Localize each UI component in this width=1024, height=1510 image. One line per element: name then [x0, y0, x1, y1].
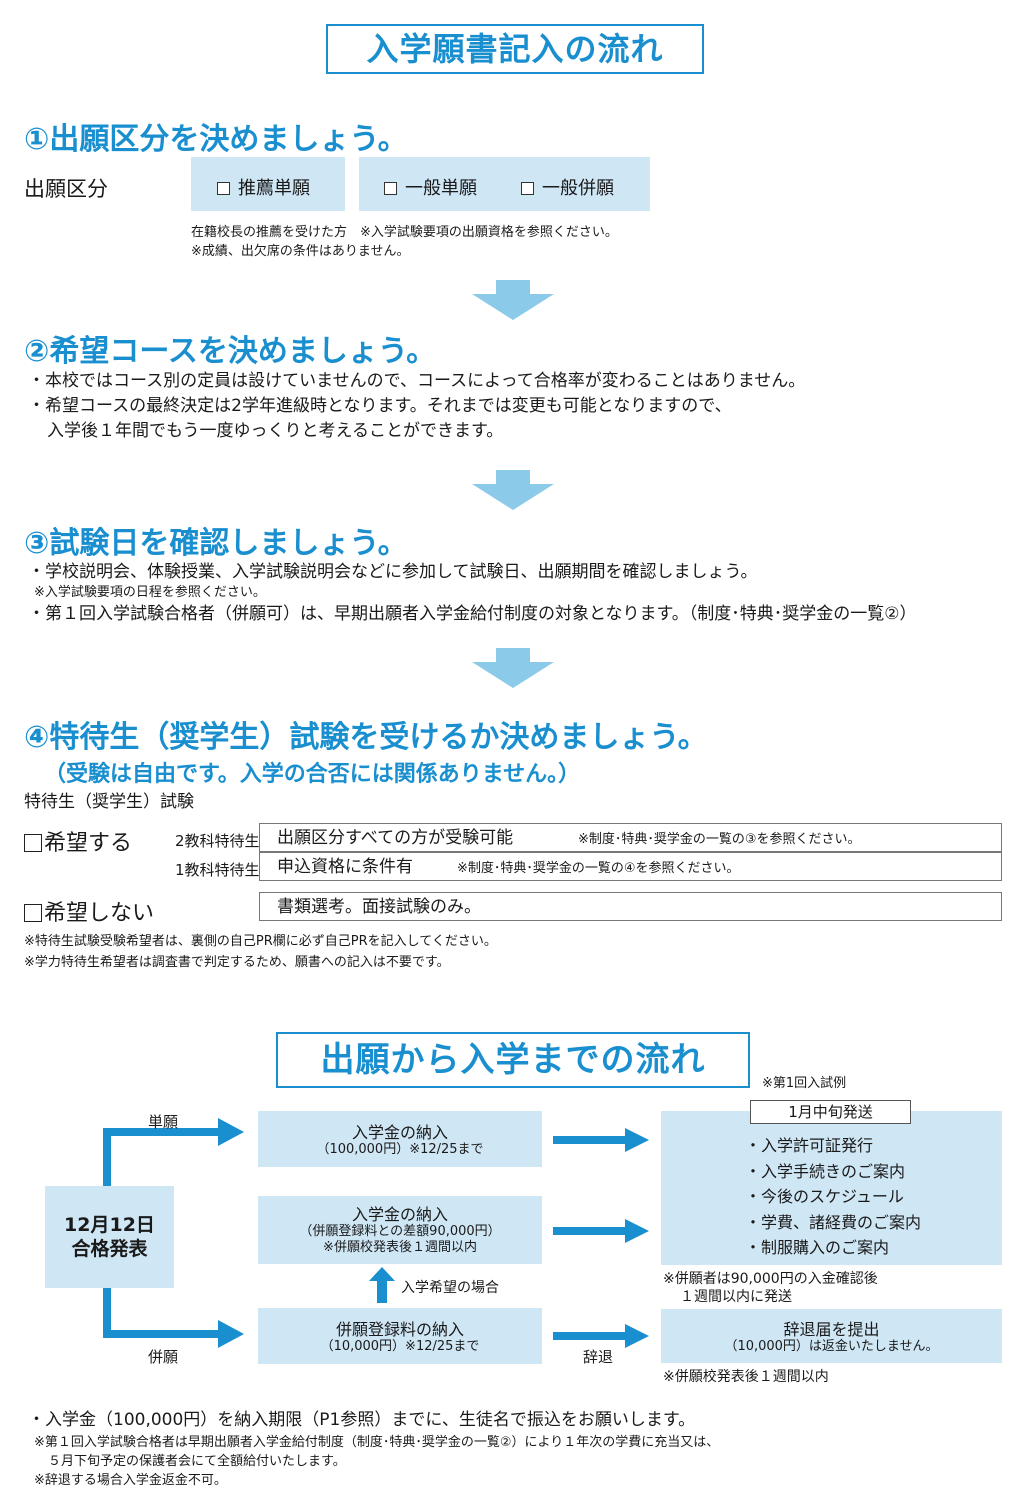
flow-example: ※第1回入試例 — [762, 1076, 847, 1091]
row-1kyouka: 申込資格に条件有 ※制度･特典･奨学金の一覧の④を参照ください。 — [259, 852, 1002, 881]
down-arrow-icon — [472, 470, 554, 510]
box2-title: 入学金の納入 — [351, 1205, 448, 1224]
box3-detail: （10,000円）※12/25まで — [320, 1339, 480, 1354]
box-nyugakukin-tangan: 入学金の納入 （100,000円）※12/25まで — [258, 1111, 542, 1167]
checkbox-icon[interactable] — [521, 182, 534, 195]
step3-note: ※入学試験要項の日程を参照ください。 — [34, 585, 266, 600]
jitai-detail: （10,000円）は返金いたしません。 — [724, 1339, 939, 1354]
box-nyugakukin-heigan: 入学金の納入 （併願登録料との差額90,000円） ※併願校発表後１週間以内 — [258, 1196, 542, 1264]
down-arrow-icon — [472, 280, 554, 320]
right-arrow-icon — [553, 1324, 649, 1348]
step1-heading: ①出願区分を決めましょう。 — [24, 122, 408, 157]
pass-line1: 12月12日 — [64, 1214, 155, 1236]
step2-line3: 入学後１年間でもう一度ゆっくりと考えることができます。 — [47, 421, 504, 441]
heigan-note2: １週間以内に発送 — [680, 1289, 792, 1305]
step4-note1: ※特待生試験受験希望者は、裏側の自己PR欄に必ず自己PRを記入してください。 — [24, 934, 497, 949]
row-2kyouka: 出願区分すべての方が受験可能 ※制度･特典･奨学金の一覧の③を参照ください。 — [259, 823, 1002, 852]
step2-line1: ・本校ではコース別の定員は設けていませんので、コースによって合格率が変わることは… — [28, 371, 806, 391]
step2-line2: ・希望コースの最終決定は2学年進級時となります。それまでは変更も可能となりますの… — [28, 396, 732, 416]
step1-row-label: 出願区分 — [24, 177, 108, 201]
step1-note2: ※成績、出欠席の条件はありません。 — [191, 244, 410, 259]
row-no-text: 書類選考。面接試験のみ。 — [277, 897, 481, 917]
row-no: 書類選考。面接試験のみ。 — [259, 892, 1002, 921]
box1-detail: （100,000円）※12/25まで — [316, 1142, 484, 1157]
list-item: ・今後のスケジュール — [745, 1187, 904, 1206]
main-title-box: 入学願書記入の流れ — [326, 24, 704, 74]
option-ippan-tangan[interactable]: 一般単願 — [384, 174, 477, 200]
kind-1kyouka: 1教科特待生 — [175, 861, 260, 879]
kind-2kyouka: 2教科特待生 — [175, 832, 260, 850]
list-item: ・入学手続きのご案内 — [745, 1161, 906, 1181]
down-arrow-icon — [472, 648, 554, 688]
row-2kyouka-note: ※制度･特典･奨学金の一覧の③を参照ください。 — [578, 832, 861, 847]
checkbox-icon[interactable] — [217, 182, 230, 195]
jitai-label: 辞退 — [583, 1348, 614, 1366]
option-ippan-heigan[interactable]: 一般併願 — [521, 174, 614, 200]
bottom-note1: ※第１回入学試験合格者は早期出願者入学金給付制度（制度･特典･奨学金の一覧②）に… — [34, 1435, 720, 1450]
step4-label: 特待生（奨学生）試験 — [24, 792, 194, 812]
pass-line2: 合格発表 — [71, 1238, 148, 1260]
jitai-box: 辞退届を提出 （10,000円）は返金いたしません。 — [661, 1309, 1002, 1363]
option-box-suisen — [191, 157, 345, 211]
row-2kyouka-text: 出願区分すべての方が受験可能 — [277, 828, 514, 848]
step3-heading: ③試験日を確認しましょう。 — [24, 526, 408, 561]
list-item: ・制服購入のご案内 — [745, 1238, 890, 1257]
box2-detail: （併願登録料との差額90,000円） — [299, 1224, 501, 1239]
heigan-label: 併願 — [148, 1348, 179, 1366]
option-box-ippan — [359, 157, 650, 211]
send-label: 1月中旬発送 — [750, 1100, 911, 1124]
main-title: 入学願書記入の流れ — [366, 30, 664, 68]
tangan-label: 単願 — [148, 1113, 179, 1131]
box3-title: 併願登録料の納入 — [335, 1320, 464, 1339]
bottom-note2: ５月下旬予定の保護者会にて全額給付いたします。 — [48, 1454, 346, 1469]
right-arrow-icon — [553, 1128, 649, 1152]
hope-not-checkbox[interactable]: 希望しない — [24, 895, 154, 927]
checkbox-icon[interactable] — [24, 834, 42, 852]
step4-heading: ④特待生（奨学生）試験を受けるか決めましょう。 — [24, 720, 708, 755]
box1-title: 入学金の納入 — [351, 1123, 448, 1142]
jitai-note: ※併願校発表後１週間以内 — [663, 1369, 829, 1385]
step3-line2: ・第１回入学試験合格者（併願可）は、早期出願者入学金給付制度の対象となります。（… — [28, 604, 917, 624]
hope-checkbox[interactable]: 希望する — [24, 825, 132, 857]
step4-subheading: （受験は自由です。入学の合否には関係ありません。） — [44, 762, 581, 787]
box-heigan-touroku: 併願登録料の納入 （10,000円）※12/25まで — [258, 1308, 542, 1364]
list-item: ・学費、諸経費のご案内 — [745, 1212, 922, 1232]
hope-case-label: 入学希望の場合 — [401, 1280, 499, 1296]
send-box — [661, 1111, 1002, 1265]
option-suisen[interactable]: 推薦単願 — [217, 174, 310, 200]
step1-note1: 在籍校長の推薦を受けた方 ※入学試験要項の出願資格を参照ください。 — [191, 225, 618, 240]
box2-note: ※併願校発表後１週間以内 — [323, 1240, 477, 1255]
heigan-note1: ※併願者は90,000円の入金確認後 — [663, 1271, 878, 1287]
bottom-note3: ※辞退する場合入学金返金不可。 — [34, 1473, 227, 1488]
row-1kyouka-note: ※制度･特典･奨学金の一覧の④を参照ください。 — [457, 861, 740, 876]
send-list: ・入学許可証発行 ・入学手続きのご案内 ・今後のスケジュール ・学費、諸経費のご… — [745, 1133, 921, 1261]
flow-connectors — [103, 1118, 244, 1348]
up-arrow-icon — [369, 1267, 395, 1303]
pass-box: 12月12日 合格発表 — [45, 1186, 174, 1288]
jitai-title: 辞退届を提出 — [783, 1320, 880, 1339]
step2-heading: ②希望コースを決めましょう。 — [24, 334, 437, 369]
right-arrow-icon — [553, 1219, 649, 1243]
step3-line1: ・学校説明会、体験授業、入学試験説明会などに参加して試験日、出願期間を確認しまし… — [28, 562, 758, 582]
step4-note2: ※学力特待生希望者は調査書で判定するため、願書への記入は不要です。 — [24, 955, 450, 970]
bottom-line1: ・入学金（100,000円）を納入期限（P1参照）までに、生徒名で振込をお願いし… — [28, 1410, 696, 1430]
list-item: ・入学許可証発行 — [745, 1136, 874, 1155]
checkbox-icon[interactable] — [384, 182, 397, 195]
flow-title-box: 出願から入学までの流れ — [276, 1032, 750, 1088]
checkbox-icon[interactable] — [24, 904, 42, 922]
row-1kyouka-text: 申込資格に条件有 — [277, 857, 413, 877]
flow-title: 出願から入学までの流れ — [320, 1040, 706, 1080]
